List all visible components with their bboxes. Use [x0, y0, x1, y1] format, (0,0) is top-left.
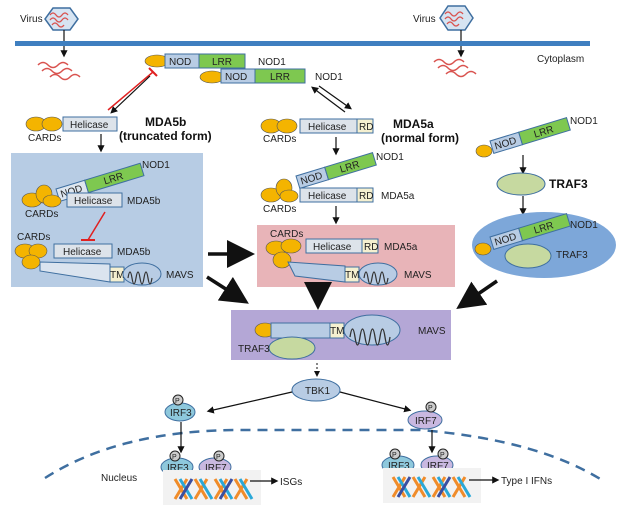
svg-text:LRR: LRR [270, 72, 290, 83]
cell-membrane-left [15, 41, 290, 46]
nod1-top-1: NOD LRR NOD1 [144, 53, 286, 69]
svg-text:CARDs: CARDs [263, 134, 296, 145]
mda5a-subtitle: (normal form) [381, 131, 459, 145]
mda5a-title: MDA5a [393, 117, 434, 131]
traf3-title: TRAF3 [549, 177, 588, 191]
viral-rna-icon-right [433, 58, 477, 78]
svg-text:Helicase: Helicase [313, 242, 352, 253]
svg-text:MAVS: MAVS [166, 270, 194, 281]
inhibition-line [87, 211, 106, 241]
svg-text:RD: RD [359, 122, 373, 133]
svg-text:RD: RD [359, 191, 373, 202]
svg-text:CARDs: CARDs [17, 232, 50, 243]
nod1-mda5b-complex: NOD LRR NOD1 Helicase MDA5b CARDs [21, 160, 170, 220]
mda5b-title: MDA5b [145, 115, 186, 129]
svg-text:P: P [172, 454, 177, 461]
svg-text:TRAF3: TRAF3 [238, 344, 270, 355]
svg-text:IRF3: IRF3 [170, 408, 192, 419]
nod1-top-2: NOD LRR NOD1 [199, 68, 343, 84]
svg-text:Helicase: Helicase [74, 196, 113, 207]
svg-text:IRF7: IRF7 [427, 461, 449, 472]
svg-text:TM: TM [110, 270, 124, 281]
irf3-phospho-cytoplasm: IRF3 P [164, 394, 196, 422]
nucleus-label: Nucleus [101, 473, 137, 484]
cell-membrane-right [290, 41, 590, 46]
mda5b-protein: CARDs Helicase [25, 116, 118, 144]
nod1-traf3-complex: NOD LRR NOD1 TRAF3 [472, 212, 616, 278]
arrow [110, 75, 151, 114]
svg-text:NOD: NOD [225, 72, 247, 83]
mda5a-protein: CARDs Helicase RD [260, 118, 374, 145]
svg-text:Helicase: Helicase [308, 191, 347, 202]
virus-label-right: Virus [413, 14, 436, 25]
svg-text:TM: TM [345, 270, 359, 281]
svg-text:CARDs: CARDs [25, 209, 58, 220]
svg-text:LRR: LRR [212, 57, 232, 68]
svg-text:CARDs: CARDs [270, 229, 303, 240]
svg-text:Helicase: Helicase [63, 247, 102, 258]
svg-text:P: P [216, 454, 221, 461]
arrow [339, 391, 412, 413]
virus-icon-right [439, 5, 474, 31]
mda5b-subtitle: (truncated form) [119, 129, 212, 143]
svg-text:MDA5a: MDA5a [384, 242, 418, 253]
svg-text:IRF7: IRF7 [415, 416, 437, 427]
arrow [206, 391, 293, 414]
irf7-phospho-cytoplasm: IRF7 P [407, 401, 443, 430]
tbk1-protein [291, 378, 341, 402]
tbk1-label: TBK1 [305, 386, 330, 397]
svg-text:RD: RD [364, 242, 378, 253]
viral-rna-icon-left [37, 61, 81, 81]
inhibition-line [107, 71, 154, 111]
svg-text:MDA5b: MDA5b [117, 247, 151, 258]
svg-text:P: P [392, 452, 397, 459]
arrow [206, 275, 249, 304]
svg-text:NOD1: NOD1 [570, 116, 598, 127]
arrow [456, 279, 498, 309]
dna-icon-right [391, 476, 472, 498]
type1-ifns-label: Type I IFNs [501, 476, 552, 487]
svg-text:MDA5a: MDA5a [381, 191, 415, 202]
nod1-right: NOD LRR NOD1 [475, 116, 598, 158]
svg-text:TRAF3: TRAF3 [556, 250, 588, 261]
isgs-label: ISGs [280, 477, 302, 488]
svg-text:IRF3: IRF3 [167, 463, 189, 474]
virus-icon-left [44, 7, 79, 31]
arrow [318, 85, 352, 110]
svg-text:Helicase: Helicase [70, 120, 109, 131]
dna-icon-left [173, 478, 254, 500]
svg-text:CARDs: CARDs [28, 133, 61, 144]
cytoplasm-label: Cytoplasm [537, 54, 584, 65]
svg-text:MAVS: MAVS [404, 270, 432, 281]
nod1-mda5a-complex: NOD LRR NOD1 Helicase RD MDA5a CARDs [260, 151, 415, 215]
svg-text:IRF7: IRF7 [205, 463, 227, 474]
arrow [311, 86, 346, 113]
svg-text:MDA5b: MDA5b [127, 196, 161, 207]
svg-text:CARDs: CARDs [263, 204, 296, 215]
mda5a-mavs-complex: CARDs Helicase RD MDA5a TM MAVS [265, 229, 432, 286]
svg-text:P: P [440, 452, 445, 459]
svg-text:IRF3: IRF3 [388, 461, 410, 472]
svg-text:NOD1: NOD1 [258, 57, 286, 68]
virus-label-left: Virus [20, 14, 43, 25]
svg-text:TM: TM [330, 326, 344, 337]
svg-text:P: P [175, 398, 180, 405]
svg-text:NOD: NOD [169, 57, 191, 68]
svg-text:Helicase: Helicase [308, 122, 347, 133]
mda5b-mavs-complex: CARDs Helicase MDA5b TM MAVS [14, 232, 194, 286]
svg-text:NOD1: NOD1 [376, 152, 404, 163]
svg-text:P: P [428, 405, 433, 412]
svg-text:NOD1: NOD1 [315, 72, 343, 83]
traf3-protein [496, 172, 546, 196]
mavs-traf3-complex: TM MAVS TRAF3 [238, 314, 446, 360]
svg-text:NOD1: NOD1 [570, 220, 598, 231]
svg-text:NOD1: NOD1 [142, 160, 170, 171]
svg-text:MAVS: MAVS [418, 326, 446, 337]
nuclear-envelope [44, 428, 606, 484]
